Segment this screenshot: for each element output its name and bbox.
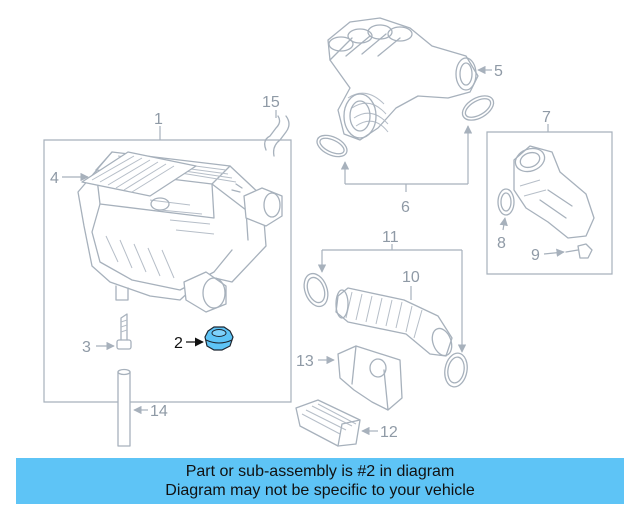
air-guide-12 — [295, 399, 361, 447]
callout-12: 12 — [380, 424, 398, 441]
clamp-11-left — [303, 272, 329, 308]
bolt-3 — [116, 313, 132, 350]
assembly-frame — [43, 139, 292, 403]
callout-9: 9 — [531, 247, 540, 264]
clamp-6-left — [316, 134, 348, 158]
callout-3: 3 — [82, 339, 91, 356]
hose-15 — [264, 115, 290, 157]
banner-line-1: Part or sub-assembly is #2 in diagram — [185, 463, 455, 480]
callout-7: 7 — [542, 109, 551, 126]
parts-diagram: 1 4 — [43, 17, 613, 447]
callout-13: 13 — [296, 353, 314, 370]
grommet-2-highlighted[interactable] — [204, 326, 234, 351]
clamp-11-right — [444, 352, 468, 388]
bracket-13 — [337, 345, 403, 411]
drain-tube-14 — [117, 368, 131, 447]
callout-10: 10 — [402, 269, 420, 286]
leader-9 — [543, 248, 565, 257]
o-ring-8 — [497, 188, 515, 216]
intake-hose-10 — [335, 287, 453, 357]
callout-1: 1 — [154, 111, 163, 128]
callout-11: 11 — [382, 229, 399, 246]
callout-15: 15 — [262, 94, 280, 111]
info-banner: Part or sub-assembly is #2 in diagram Di… — [16, 458, 624, 504]
air-cleaner-assembly-group: 1 4 — [43, 111, 292, 403]
resonator-frame — [486, 131, 613, 275]
callout-4: 4 — [50, 170, 59, 187]
resonator-elbow-7 — [513, 145, 595, 239]
intake-duct-5 — [327, 17, 479, 141]
screw-9 — [565, 243, 593, 259]
callout-8: 8 — [497, 235, 506, 252]
clamp-6-right — [461, 95, 495, 121]
banner-line-2: Diagram may not be specific to your vehi… — [165, 482, 475, 499]
callout-2: 2 — [174, 335, 183, 352]
callout-14: 14 — [150, 403, 168, 420]
callout-5: 5 — [494, 63, 503, 80]
air-cleaner-housing — [77, 151, 283, 313]
leader-8 — [499, 217, 508, 231]
callout-6: 6 — [401, 199, 410, 216]
